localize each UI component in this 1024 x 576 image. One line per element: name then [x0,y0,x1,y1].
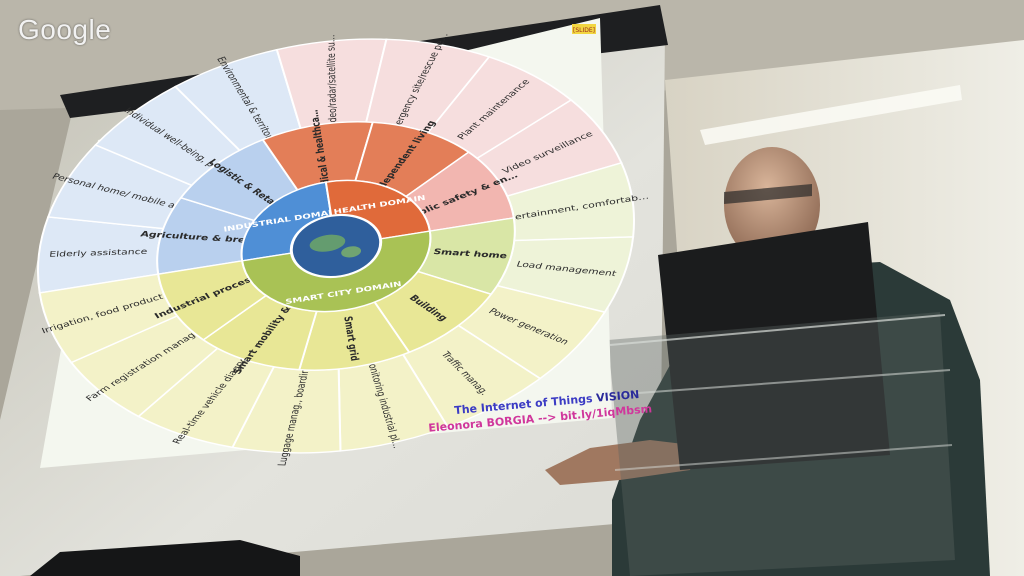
globe-continent [341,246,362,258]
glass-lectern [608,312,955,576]
outer-ring-label: Elderly assistance [49,247,148,259]
outer-ring-label: Video/radar/satellite su… [325,34,340,130]
slide-stamp [572,24,596,34]
ceiling-light-reflection [700,85,962,145]
google-logo: Google [18,14,112,45]
presenter-hand [545,440,700,485]
laptop-lid [658,222,890,470]
globe-continent [309,234,346,252]
chair [30,540,300,576]
glasses-icon [724,184,812,204]
slide-stamp-label: [SLIDE] [573,27,595,34]
middle-ring-label: Smart home [432,247,508,260]
